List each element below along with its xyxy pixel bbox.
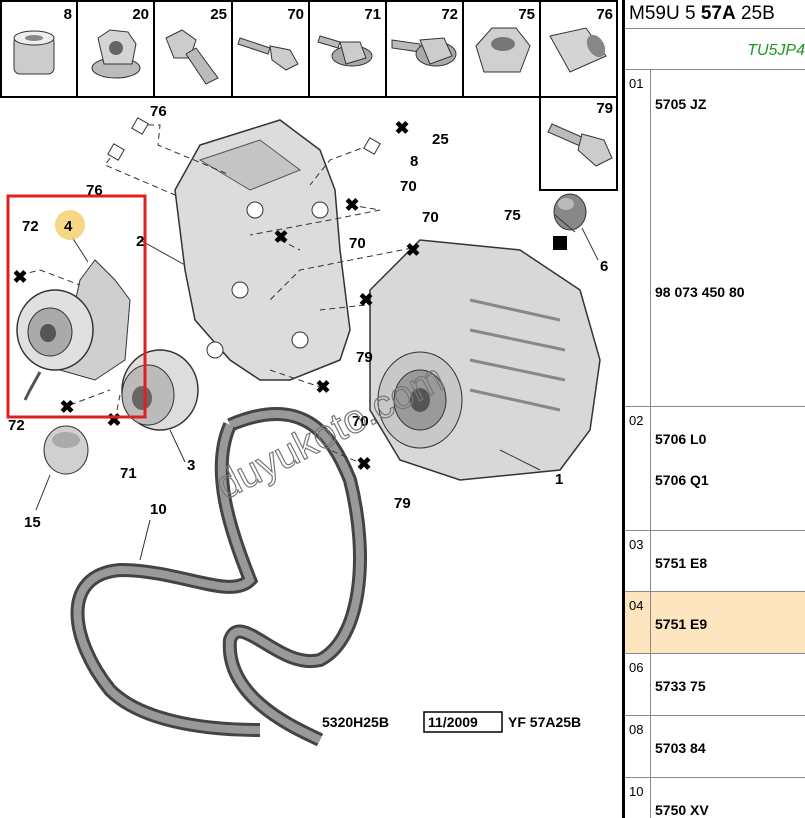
protective-cap (553, 193, 587, 250)
svg-text:✖: ✖ (394, 118, 409, 138)
part-ref: 5706 L0 (655, 431, 707, 447)
mounting-bracket (174, 119, 351, 381)
callout-leaders (35, 214, 599, 561)
alternator (369, 239, 601, 481)
thumb-label-72: 72 (441, 6, 458, 23)
svg-text:✖: ✖ (344, 195, 359, 215)
fastener-cross-markers: ✖ ✖ ✖ ✖ ✖ ✖ ✖ ✖ ✖ ✖ (12, 118, 420, 474)
flange-bolt-icon (317, 35, 373, 67)
diagram-date: 11/2009 (428, 714, 478, 730)
svg-text:✖: ✖ (315, 377, 330, 397)
callout-2: 2 (136, 233, 144, 250)
selection-box[interactable] (6, 194, 147, 419)
callout-25: 25 (432, 131, 449, 148)
callout-71: 71 (120, 465, 137, 482)
part-ref: 5751 E9 (655, 616, 708, 632)
fastener-leader-lines (19, 124, 413, 466)
diagram-ref: YF 57A25B (508, 714, 581, 730)
part-ref: 5706 Q1 (655, 472, 709, 488)
thumb-label-71: 71 (364, 6, 381, 23)
thumb-label-70: 70 (287, 6, 304, 23)
header-prefix: M59U 5 (629, 3, 701, 24)
part-index: 10 (625, 778, 651, 818)
callout-70: 70 (400, 178, 417, 195)
stud-bolt-icon (165, 29, 219, 85)
svg-text:✖: ✖ (405, 240, 420, 260)
callout-badge (55, 210, 85, 240)
thumb-label-20: 20 (132, 6, 149, 23)
callout-70: 70 (352, 413, 369, 430)
parts-reference-panel: M59U 5 57A 25B TU5JP4 01 5705 JZ 98 073 … (622, 0, 805, 818)
callout-76: 76 (86, 182, 103, 199)
part-row[interactable]: 02 5706 L0 5706 Q1 (625, 407, 805, 531)
engine-code: TU5JP4 (625, 29, 805, 70)
model-header: M59U 5 57A 25B (625, 0, 805, 29)
thumb-label-25: 25 (210, 6, 227, 23)
callout-3: 3 (187, 457, 195, 474)
part-index: 03 (625, 531, 651, 591)
part-ref: 5751 E8 (655, 555, 708, 571)
part-row[interactable]: 06 5733 75 (625, 654, 805, 716)
part-ref: 98 073 450 80 (655, 284, 745, 300)
callout-70: 70 (349, 235, 366, 252)
long-bolt-icon (547, 123, 613, 167)
part-ref: 5703 84 (655, 740, 706, 756)
part-index: 08 (625, 716, 651, 777)
part-row[interactable]: 10 5750 XV (625, 778, 805, 818)
hex-nut-icon (475, 27, 531, 73)
header-bold: 57A (700, 3, 736, 24)
long-bolt-icon (237, 37, 299, 71)
idler-pulley (121, 349, 199, 431)
svg-text:✖: ✖ (356, 454, 371, 474)
callout-72: 72 (8, 417, 25, 434)
thumb-label-79: 79 (596, 100, 613, 117)
part-row[interactable]: 08 5703 84 (625, 716, 805, 778)
callout-1: 1 (555, 471, 563, 488)
washer-markers (107, 117, 381, 161)
part-ref: 5733 75 (655, 678, 706, 694)
callout-79: 79 (356, 349, 373, 366)
belt-tensioner (16, 259, 131, 401)
svg-text:✖: ✖ (358, 290, 373, 310)
part-row[interactable]: 01 5705 JZ 98 073 450 80 (625, 70, 805, 407)
callout-72: 72 (22, 218, 39, 235)
part-index: 04 (625, 592, 651, 653)
flange-bolt-icon (391, 37, 457, 67)
callout-8: 8 (410, 153, 418, 170)
callout-75: 75 (504, 207, 521, 224)
thumb-label-76: 76 (596, 6, 613, 23)
fastener-thumbnail-strip: 8 20 25 70 71 72 75 76 79 (0, 0, 618, 191)
svg-text:✖: ✖ (12, 267, 27, 287)
diagram-code: 5320H25B (322, 714, 389, 730)
part-index: 02 (625, 407, 651, 530)
part-index: 06 (625, 654, 651, 715)
sleeve-icon (549, 27, 607, 73)
flange-nut-icon (91, 29, 141, 79)
callout-10: 10 (150, 501, 167, 518)
thumb-label-8: 8 (64, 6, 72, 23)
callout-6: 6 (600, 258, 608, 275)
svg-text:✖: ✖ (59, 397, 74, 417)
callout-4[interactable]: 4 (64, 218, 73, 235)
part-index: 01 (625, 70, 651, 406)
header-suffix: 25B (735, 3, 775, 24)
part-row-selected[interactable]: 04 5751 E9 (625, 592, 805, 654)
callout-79: 79 (394, 495, 411, 512)
callout-70: 70 (422, 209, 439, 226)
pulley-cap (43, 425, 89, 475)
thumb-label-75: 75 (518, 6, 535, 23)
callout-15: 15 (24, 514, 41, 531)
part-ref: 5705 JZ (655, 96, 707, 112)
part-ref: 5750 XV (655, 802, 709, 818)
svg-text:✖: ✖ (273, 227, 288, 247)
callout-76: 76 (150, 103, 167, 120)
exploded-parts-diagram: 8 20 25 70 71 72 75 76 79 (0, 0, 618, 747)
svg-text:✖: ✖ (106, 410, 121, 430)
drive-belt (70, 407, 367, 747)
part-row[interactable]: 03 5751 E8 (625, 531, 805, 592)
bushing-icon (13, 30, 55, 75)
